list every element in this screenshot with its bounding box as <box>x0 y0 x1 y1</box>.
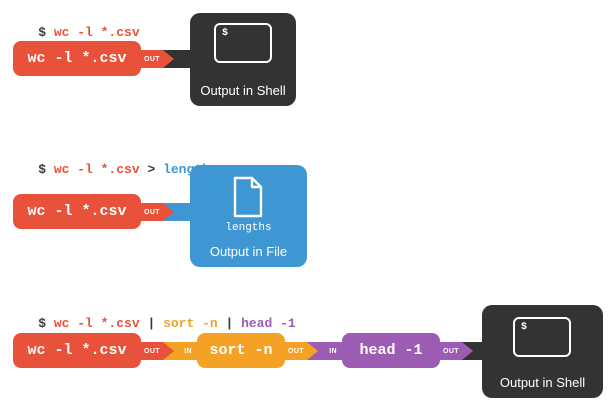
file-name-label: lengths <box>225 222 272 234</box>
out-port: OUT <box>440 342 462 360</box>
command-line-2: $ wc -l *.csv > lengths <box>7 146 217 194</box>
process-chip-wc: wc -l *.csv <box>13 333 141 368</box>
shell-prompt: $ <box>38 162 54 177</box>
process-label: wc -l *.csv <box>27 203 127 220</box>
terminal-prompt: $ <box>521 322 528 333</box>
command-text-wc: wc -l *.csv <box>53 162 140 177</box>
pipe-operator: | <box>139 316 164 331</box>
out-port-label: OUT <box>144 55 160 63</box>
command-text-head: head -1 <box>241 316 296 331</box>
shell-output-box: $ Output in Shell <box>482 305 603 398</box>
out-port-label: OUT <box>288 347 304 355</box>
terminal-icon: $ <box>214 23 272 63</box>
process-chip-head: head -1 <box>342 333 440 368</box>
shell-prompt: $ <box>38 316 54 331</box>
pipe-arrow-icon <box>163 342 174 360</box>
pipe-arrow-icon <box>307 342 318 360</box>
command-line-1: $ wc -l *.csv <box>7 9 140 57</box>
out-port: OUT <box>141 50 163 68</box>
sink-caption: Output in Shell <box>200 83 286 98</box>
out-port: OUT <box>285 342 307 360</box>
pipe-arrow-icon <box>163 50 174 68</box>
process-chip-wc: wc -l *.csv <box>13 194 141 229</box>
shell-prompt: $ <box>38 25 54 40</box>
out-port-label: OUT <box>144 347 160 355</box>
pipe-operator: | <box>217 316 242 331</box>
out-port: OUT <box>141 203 163 221</box>
out-port-label: OUT <box>443 347 459 355</box>
process-chip-wc: wc -l *.csv <box>13 41 141 76</box>
sink-caption: Output in Shell <box>499 375 586 390</box>
redirect-operator: > <box>139 162 164 177</box>
process-label: head -1 <box>359 342 423 359</box>
command-text-wc: wc -l *.csv <box>53 316 140 331</box>
file-output-box: lengths Output in File <box>190 165 307 267</box>
file-icon <box>233 176 263 218</box>
process-label: wc -l *.csv <box>27 50 127 67</box>
pipe-arrow-icon <box>163 203 174 221</box>
terminal-icon: $ <box>513 317 571 357</box>
command-text-sort: sort -n <box>163 316 218 331</box>
process-chip-sort: sort -n <box>197 333 285 368</box>
process-label: sort -n <box>209 342 273 359</box>
process-label: wc -l *.csv <box>27 342 127 359</box>
in-port-label: IN <box>184 347 192 355</box>
out-port-label: OUT <box>144 208 160 216</box>
command-text-wc: wc -l *.csv <box>53 25 140 40</box>
terminal-prompt: $ <box>222 28 229 39</box>
command-line-3: $ wc -l *.csv | sort -n | head -1 <box>7 300 296 348</box>
out-port: OUT <box>141 342 163 360</box>
sink-caption: Output in File <box>209 244 288 259</box>
pipe-arrow-icon <box>462 342 473 360</box>
in-port-label: IN <box>329 347 337 355</box>
shell-output-box: $ Output in Shell <box>190 13 296 106</box>
